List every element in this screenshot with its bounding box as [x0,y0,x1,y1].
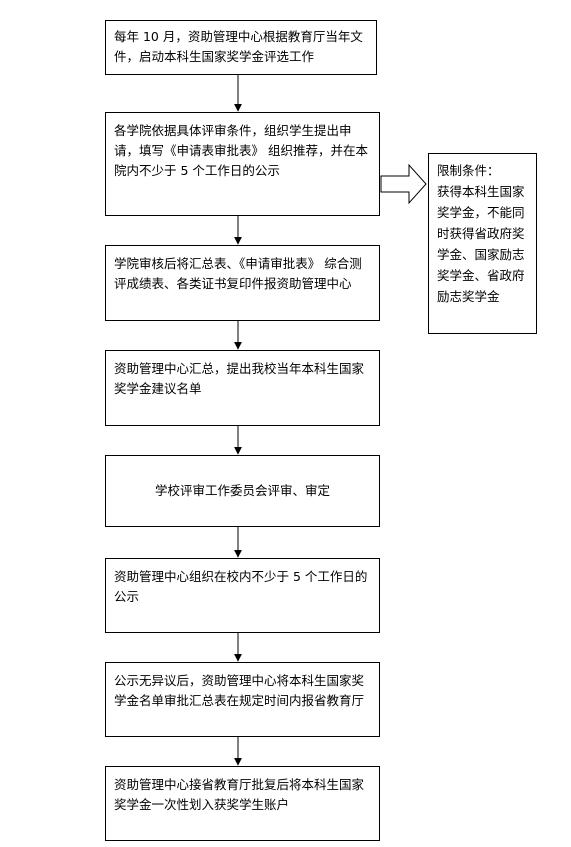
step-8-text: 资助管理中心接省教育厅批复后将本科生国家奖学金一次性划入获奖学生账户 [114,777,365,812]
restrictions-title: 限制条件： [437,163,500,178]
step-4-text: 资助管理中心汇总，提出我校当年本科生国家奖学金建议名单 [114,361,365,396]
step-3-text: 学院审核后将汇总表、《申请审批表》 综合测评成绩表、各类证书复印件报资助管理中心 [114,256,362,291]
step-1-box: 每年 10 月，资助管理中心根据教育厅当年文件，启动本科生国家奖学金评选工作 [105,20,377,75]
step-2-text: 各学院依据具体评审条件，组织学生提出申请，填写《申请表审批表》 组织推荐，并在本… [114,123,368,178]
step-7-text: 公示无异议后，资助管理中心将本科生国家奖学金名单审批汇总表在规定时间内报省教育厅 [114,673,365,708]
step-4-box: 资助管理中心汇总，提出我校当年本科生国家奖学金建议名单 [105,350,380,426]
step-1-text: 每年 10 月，资助管理中心根据教育厅当年文件，启动本科生国家奖学金评选工作 [114,29,363,64]
step-3-box: 学院审核后将汇总表、《申请审批表》 综合测评成绩表、各类证书复印件报资助管理中心 [105,245,380,321]
restrictions-body: 获得本科生国家奖学金，不能同时获得省政府奖学金、国家励志奖学金、省政府励志奖学金 [437,184,525,304]
step-5-text: 学校评审工作委员会评审、审定 [154,483,330,498]
step-8-box: 资助管理中心接省教育厅批复后将本科生国家奖学金一次性划入获奖学生账户 [105,766,380,841]
step-6-box: 资助管理中心组织在校内不少于 5 个工作日的公示 [105,558,380,633]
step-2-box: 各学院依据具体评审条件，组织学生提出申请，填写《申请表审批表》 组织推荐，并在本… [105,112,380,216]
step-6-text: 资助管理中心组织在校内不少于 5 个工作日的公示 [114,569,368,604]
step-7-box: 公示无异议后，资助管理中心将本科生国家奖学金名单审批汇总表在规定时间内报省教育厅 [105,662,380,737]
restrictions-box: 限制条件： 获得本科生国家奖学金，不能同时获得省政府奖学金、国家励志奖学金、省政… [428,153,537,334]
step-5-box: 学校评审工作委员会评审、审定 [105,455,380,527]
block-arrow-to-restrictions [380,163,427,205]
